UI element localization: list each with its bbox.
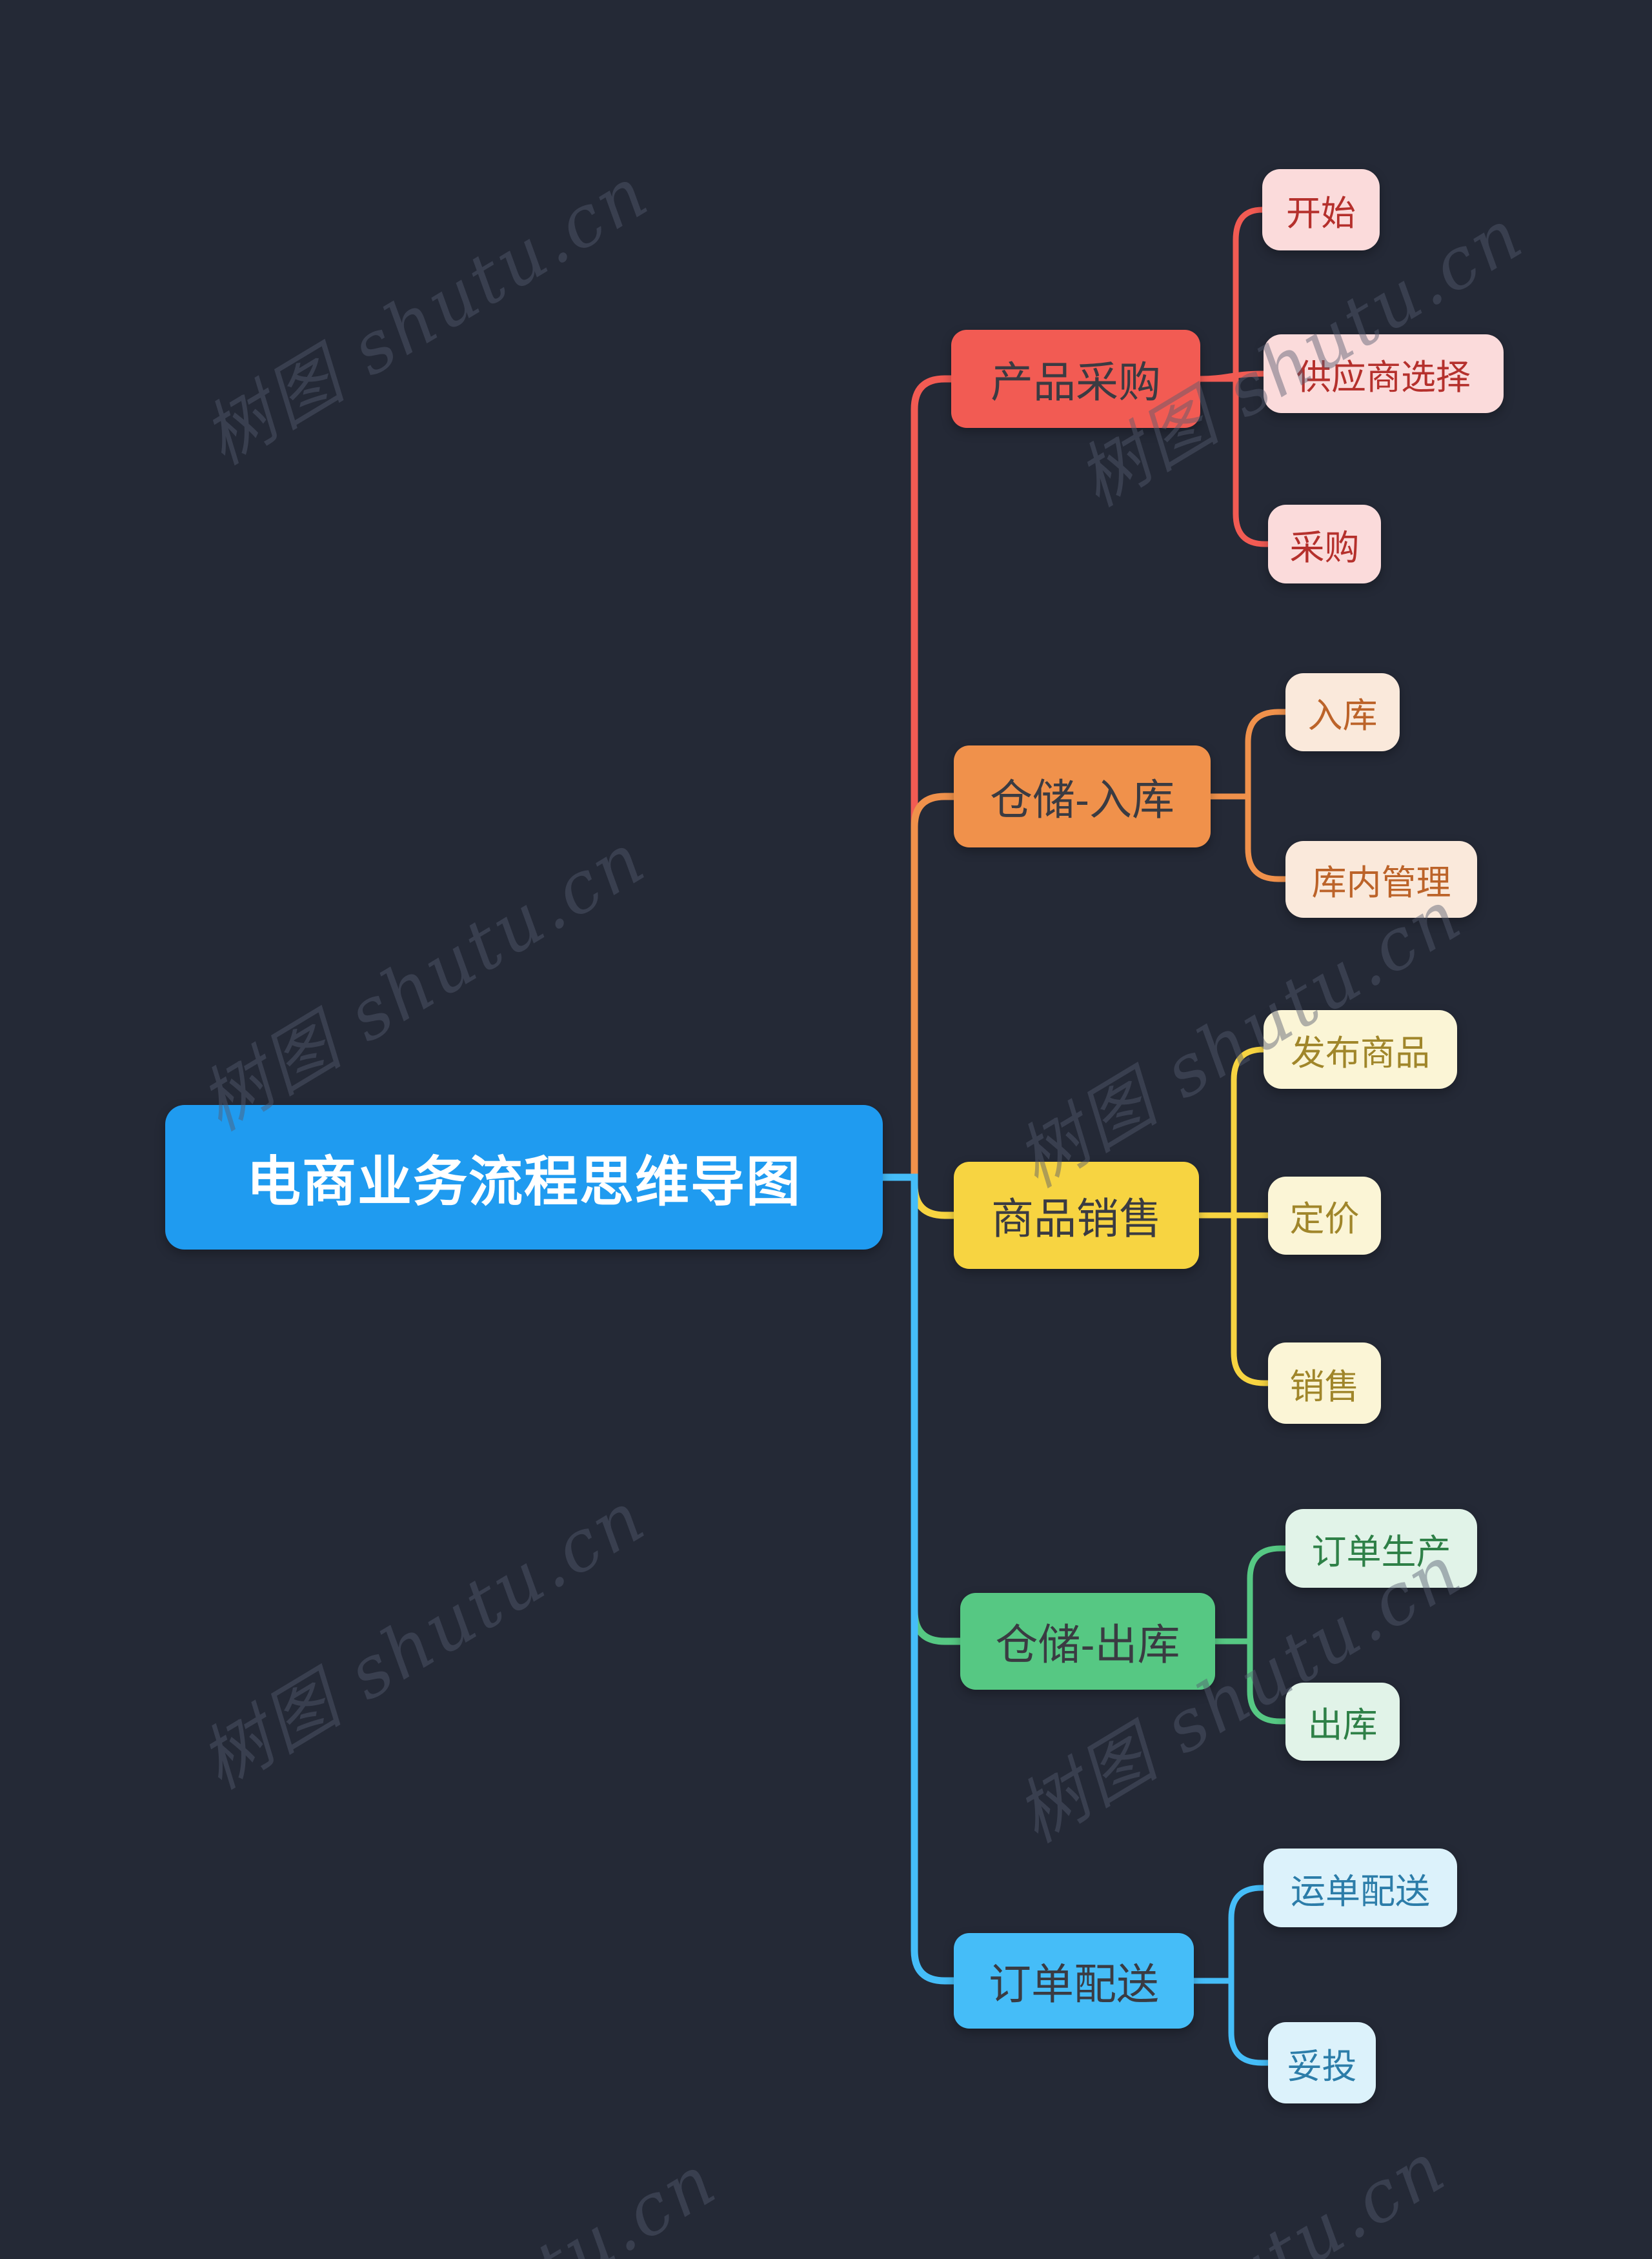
connector-branch-order-delivery: [879, 1173, 959, 1985]
connector-child-sales: [1196, 1212, 1271, 1386]
branch-topic-product-purchase[interactable]: 产品采购: [951, 330, 1200, 428]
watermark-text: 树图 shutu.cn: [189, 150, 663, 481]
connector-branch-goods-sales: [879, 1173, 959, 1219]
connector-branch-warehouse-out: [879, 1173, 965, 1645]
watermark-text: 树图 shutu.cn: [978, 2111, 1462, 2259]
child-topic-pricing[interactable]: 定价: [1268, 1177, 1381, 1255]
branch-topic-goods-sales[interactable]: 商品销售: [954, 1162, 1199, 1269]
branch-topic-order-delivery[interactable]: 订单配送: [954, 1933, 1194, 2029]
connector-child-waybill-delivery: [1191, 1885, 1267, 1984]
child-topic-start[interactable]: 开始: [1262, 169, 1380, 250]
child-topic-waybill-delivery[interactable]: 运单配送: [1264, 1849, 1457, 1927]
connector-child-warehouse-management: [1207, 793, 1289, 882]
child-topic-publish-goods[interactable]: 发布商品: [1264, 1010, 1457, 1089]
connector-child-outbound: [1212, 1638, 1289, 1725]
child-topic-delivered[interactable]: 妥投: [1268, 2022, 1376, 2103]
connector-branch-warehouse-in: [879, 793, 959, 1181]
connector-child-publish-goods: [1196, 1046, 1267, 1219]
connector-child-supplier-selection: [1197, 370, 1267, 382]
watermark-text: 树图 shutu.cn: [248, 2124, 733, 2259]
connector-child-purchase: [1197, 376, 1271, 547]
connector-branch-product-purchase: [879, 375, 956, 1181]
watermark-text: 树图 shutu.cn: [186, 816, 660, 1147]
child-topic-outbound[interactable]: 出库: [1285, 1683, 1400, 1761]
child-topic-order-production[interactable]: 订单生产: [1285, 1509, 1477, 1588]
child-topic-purchase[interactable]: 采购: [1268, 505, 1381, 583]
child-topic-supplier-selection[interactable]: 供应商选择: [1264, 334, 1504, 413]
connector-child-inbound: [1207, 709, 1289, 800]
child-topic-inbound[interactable]: 入库: [1285, 673, 1400, 751]
connector-child-start: [1197, 207, 1265, 382]
branch-topic-warehouse-out[interactable]: 仓储-出库: [960, 1593, 1215, 1690]
child-topic-sales[interactable]: 销售: [1268, 1342, 1381, 1424]
watermark-text: 树图 shutu.cn: [186, 1474, 660, 1805]
connector-child-delivered: [1191, 1978, 1271, 2066]
branch-topic-warehouse-in[interactable]: 仓储-入库: [954, 745, 1211, 847]
connector-child-order-production: [1212, 1545, 1289, 1645]
child-topic-warehouse-management[interactable]: 库内管理: [1285, 841, 1477, 918]
root-topic-node[interactable]: 电商业务流程思维导图: [165, 1105, 883, 1250]
